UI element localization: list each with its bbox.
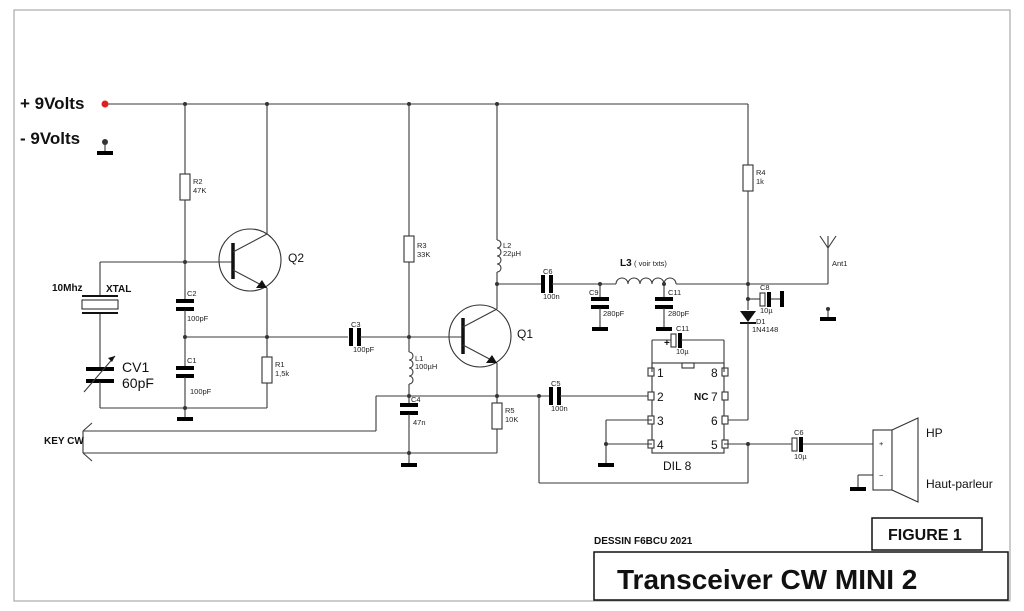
minus-9v-label: - 9Volts: [20, 129, 80, 148]
q1-ref: Q1: [517, 327, 533, 341]
speaker-minus: −: [879, 471, 884, 480]
c11b-value: 10µ: [676, 347, 689, 356]
resistor-r4: [742, 164, 754, 192]
plus-terminal-dot: [101, 100, 109, 108]
transistor-q1: [409, 304, 512, 368]
c1-value: 100pF: [190, 387, 212, 396]
r3-value: 33K: [417, 250, 430, 259]
capacitor-c6-output: [791, 437, 798, 452]
c6b-ref: C6: [794, 428, 804, 437]
speaker-hp-label: HP: [926, 426, 943, 440]
ic-pin-1: 1: [657, 366, 664, 380]
ic-pin-3: 3: [657, 414, 664, 428]
l2-ref: L2: [503, 241, 511, 250]
l3-ref: L3: [620, 258, 632, 269]
l1-value: 100µH: [415, 362, 437, 371]
ic-pin-2: 2: [657, 390, 664, 404]
r2-value: 47K: [193, 186, 206, 195]
c6b-value: 10µ: [794, 452, 807, 461]
d1-ref: D1: [756, 317, 766, 326]
c3-ref: C3: [351, 320, 361, 329]
speaker-plus: +: [879, 439, 884, 448]
ic-notch: [681, 362, 695, 369]
r5-value: 10K: [505, 415, 518, 424]
cv1-ref: CV1: [122, 359, 149, 375]
resistor-r5: [491, 402, 503, 430]
c6a-ref: C6: [543, 267, 553, 276]
c4-ref: C4: [411, 395, 421, 404]
c4-value: 47n: [413, 418, 426, 427]
c11b-ref: C11: [676, 324, 689, 333]
c9-ref: C9: [589, 288, 599, 297]
ic-name: DIL 8: [663, 459, 692, 473]
l3-note: ( voir txts): [634, 259, 667, 268]
crystal-name: XTAL: [106, 284, 131, 295]
drawing-credit: DESSIN F6BCU 2021: [594, 536, 693, 547]
variable-capacitor-cv1: [83, 355, 116, 393]
r5-ref: R5: [505, 406, 515, 415]
drawing-frame: [13, 9, 1011, 602]
c8-value: 10µ: [760, 306, 773, 315]
supply-rail: [101, 100, 748, 108]
inductor-l1: [408, 351, 414, 385]
c6a-value: 100n: [543, 292, 560, 301]
crystal-frequency: 10Mhz: [52, 283, 83, 294]
speaker-name: Haut-parleur: [926, 477, 993, 491]
antenna-icon: [748, 235, 837, 285]
title-box: [593, 551, 1009, 601]
transistor-q2: [185, 104, 282, 357]
resistor-r1: [261, 356, 273, 384]
speaker-icon: [850, 417, 919, 503]
antenna-ref: Ant1: [832, 259, 847, 268]
l2-value: 22µH: [503, 249, 521, 258]
c1-ref: C1: [187, 356, 197, 365]
key-cw-label: KEY CW: [44, 436, 84, 447]
c11a-value: 280pF: [668, 309, 690, 318]
ic-pin-7: 7: [711, 390, 718, 404]
r3-ref: R3: [417, 241, 427, 250]
ic-pin-4: 4: [657, 438, 664, 452]
r4-ref: R4: [756, 168, 766, 177]
ic-dil8: [651, 362, 725, 454]
key-switch: [82, 422, 100, 462]
c11-plus: +: [664, 338, 670, 349]
c8-ref: C8: [760, 283, 770, 292]
c2-value: 100pF: [187, 314, 209, 323]
l1-ref: L1: [415, 354, 423, 363]
q2-ref: Q2: [288, 251, 304, 265]
cv1-value: 60pF: [122, 375, 154, 391]
diode-d1: [740, 311, 756, 324]
crystal-xtal: [81, 295, 119, 314]
r1-value: 1,5k: [275, 369, 289, 378]
figure-label: FIGURE 1: [888, 527, 962, 544]
plus-9v-label: + 9Volts: [20, 94, 84, 113]
c2-ref: C2: [187, 289, 197, 298]
inductor-l2: [496, 239, 502, 273]
ic-nc-label: NC: [694, 392, 708, 403]
ic-pin-6: 6: [711, 414, 718, 428]
inductor-l3: [615, 277, 677, 285]
resistor-r3: [403, 235, 415, 263]
c5-ref: C5: [551, 379, 561, 388]
drawing-title: Transceiver CW MINI 2: [617, 564, 917, 595]
r1-ref: R1: [275, 360, 285, 369]
capacitor-c11-electrolytic: [670, 333, 677, 348]
minus-terminal: [97, 139, 113, 155]
capacitor-c8: [759, 292, 766, 307]
c3-value: 100pF: [353, 345, 375, 354]
c9-value: 280pF: [603, 309, 625, 318]
r2-ref: R2: [193, 177, 203, 186]
c11a-ref: C11: [668, 288, 681, 297]
r4-value: 1k: [756, 177, 764, 186]
resistor-r2: [179, 173, 191, 201]
ic-pin-8: 8: [711, 366, 718, 380]
figure-box: [871, 517, 983, 551]
d1-value: 1N4148: [752, 325, 778, 334]
c5-value: 100n: [551, 404, 568, 413]
ic-pin-5: 5: [711, 438, 718, 452]
